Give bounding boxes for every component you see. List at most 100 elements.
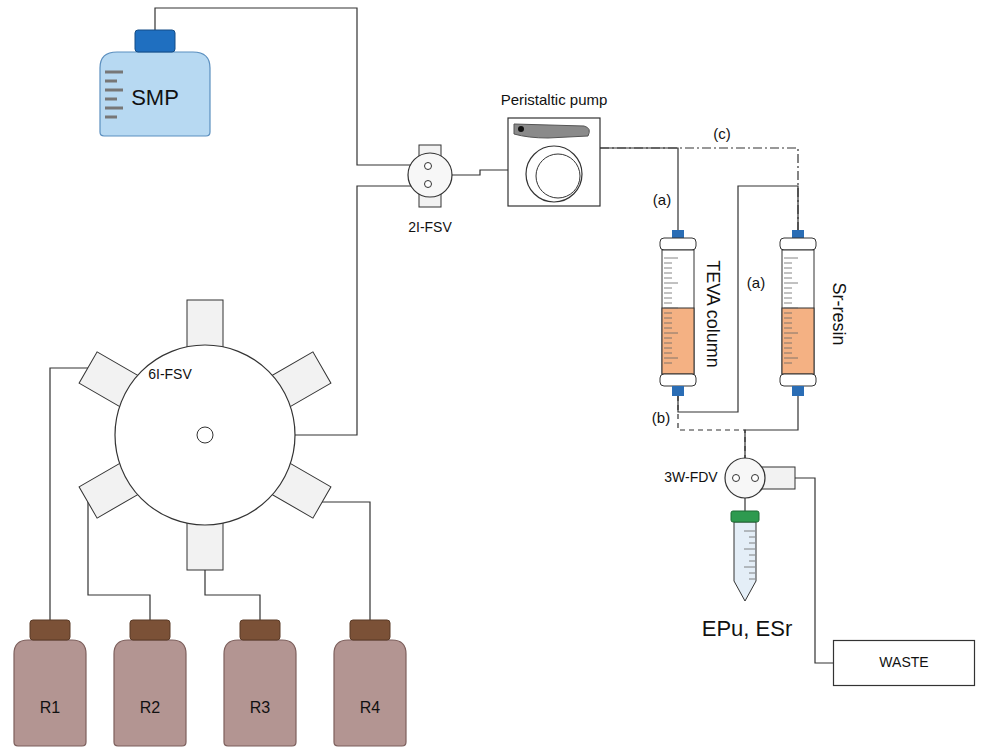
tubing-line — [88, 502, 150, 620]
column-tick — [664, 268, 672, 269]
column-body — [662, 250, 694, 374]
column-tick — [784, 308, 798, 309]
resin-bed — [782, 308, 814, 374]
node-shape — [60, 290, 350, 580]
tube-mark — [749, 555, 755, 556]
bottle-body — [14, 640, 86, 746]
column-fitting — [780, 374, 816, 386]
bottle-body — [114, 640, 186, 746]
column-tick — [784, 258, 798, 259]
node-shape — [110, 618, 190, 748]
tube-mark — [749, 537, 755, 538]
bottle-cap — [350, 620, 390, 640]
valve-hub — [197, 427, 213, 443]
column-tick — [784, 293, 792, 294]
node-label: TEVA column — [702, 260, 722, 368]
graduation-mark — [105, 107, 123, 110]
valve-port — [425, 181, 432, 188]
pump-lever — [514, 124, 589, 138]
waste-box — [834, 641, 975, 686]
bottle-cap — [130, 620, 170, 640]
column-tick — [664, 298, 672, 299]
node-label: Peristaltic pump — [501, 92, 608, 109]
column-tick — [664, 318, 672, 319]
column-tick — [664, 348, 672, 349]
tube-mark — [749, 561, 755, 562]
column-fitting — [660, 238, 696, 250]
graduation-mark — [105, 80, 117, 83]
tubing-line — [678, 396, 745, 458]
sr-resin-column: Sr-resin — [770, 228, 860, 400]
tubing-line — [600, 148, 678, 230]
reagent-bottle: R3 — [220, 618, 300, 748]
column-tick — [784, 313, 792, 314]
path-label: (a) — [651, 192, 673, 209]
column-tick — [784, 268, 792, 269]
tube-mark — [749, 543, 755, 544]
node-label: SMP — [131, 86, 179, 110]
column-tick — [784, 263, 792, 264]
column-tick — [664, 308, 678, 309]
tube-cap — [731, 511, 759, 522]
graduation-mark — [105, 89, 123, 92]
tubing-line — [452, 170, 508, 175]
resin-bed — [662, 308, 694, 374]
column-tick — [664, 313, 672, 314]
node-shape — [330, 618, 410, 748]
tube-mark — [744, 549, 755, 550]
graduation-mark — [105, 98, 117, 101]
column-tick — [664, 283, 678, 284]
tube-body — [734, 522, 756, 601]
node-label: R3 — [250, 699, 270, 717]
peristaltic-pump: Peristaltic pump — [488, 88, 622, 208]
column-fitting — [780, 238, 816, 250]
column-tick — [664, 363, 672, 364]
reagent-bottle: R4 — [330, 618, 410, 748]
column-tick — [784, 343, 792, 344]
tubing-line — [322, 502, 370, 620]
column-tick — [784, 348, 792, 349]
valve-body — [725, 458, 765, 498]
node-label: 3W-FDV — [664, 470, 717, 485]
tubing-line — [205, 570, 260, 620]
tube-mark — [749, 579, 755, 580]
tube-mark — [744, 567, 755, 568]
tube-mark — [749, 573, 755, 574]
column-body — [782, 250, 814, 374]
six-inlet-valve: 6I-FSV — [60, 290, 350, 580]
column-tick — [664, 303, 672, 304]
valve-body — [408, 153, 452, 197]
column-cap — [672, 386, 684, 396]
node-shape — [95, 28, 215, 138]
column-tick — [664, 353, 672, 354]
teva-column: TEVA column — [650, 228, 730, 400]
graduation-mark — [105, 116, 117, 119]
three-way-valve: 3W-FDV — [660, 450, 820, 506]
column-tick — [784, 288, 792, 289]
selection-valve — [79, 300, 331, 570]
column-tick — [664, 278, 672, 279]
bottle-cap — [135, 30, 175, 52]
node-label: R2 — [140, 699, 160, 717]
column-tick — [784, 278, 792, 279]
two-inlet-valve: 2I-FSV — [395, 140, 465, 240]
column-tick — [784, 273, 792, 274]
column-tick — [664, 258, 678, 259]
node-label: WASTE — [879, 655, 928, 670]
node-label: R1 — [40, 699, 60, 717]
valve-body — [115, 345, 295, 525]
tube-mark — [744, 531, 755, 532]
bottle-body — [224, 640, 296, 746]
column-tick — [664, 328, 672, 329]
graduation-mark — [105, 71, 123, 74]
waste-container: WASTE — [833, 640, 975, 686]
node-label: EPu, ESr — [702, 617, 792, 641]
valve-port — [752, 475, 759, 482]
column-tick — [784, 353, 792, 354]
column-tick — [664, 338, 672, 339]
column-tick — [664, 273, 672, 274]
bottle-cap — [240, 620, 280, 640]
column-tick — [784, 298, 792, 299]
column-cap — [792, 386, 804, 396]
